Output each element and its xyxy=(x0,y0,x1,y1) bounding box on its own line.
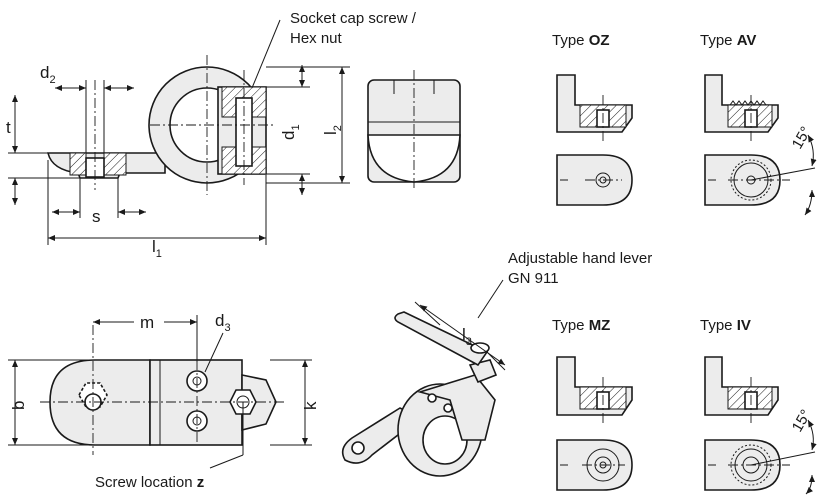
lever-callout: Adjustable hand lever GN 911 xyxy=(477,250,652,319)
dim-l2: l2 xyxy=(321,125,344,135)
angle-iv: 15° xyxy=(789,407,815,435)
adjustable-lever-label: Adjustable hand lever xyxy=(508,250,652,267)
type-iv: Type IV 15° xyxy=(700,317,817,495)
side-view xyxy=(367,70,461,190)
dim-s: s xyxy=(92,207,101,226)
plan-dimensions: b m d3 k Screw location z xyxy=(8,311,320,491)
dim-d3: d3 xyxy=(215,311,231,334)
type-oz-label: Type OZ xyxy=(552,32,610,49)
type-oz: Type OZ xyxy=(552,32,633,206)
dim-l3: l3 xyxy=(462,325,472,348)
isometric-view: l3 xyxy=(341,301,506,477)
type-iv-label: Type IV xyxy=(700,317,751,334)
front-section-view xyxy=(46,55,275,195)
front-dimensions: d2 t s l1 d1 l2 xyxy=(6,63,350,260)
dim-m: m xyxy=(140,313,154,332)
dim-l1: l1 xyxy=(152,237,162,260)
type-mz-label: Type MZ xyxy=(552,317,610,334)
screw-callout: Socket cap screw / Hex nut xyxy=(251,10,417,89)
dim-k: k xyxy=(301,401,320,410)
dim-d2: d2 xyxy=(40,63,56,86)
dim-t: t xyxy=(6,118,11,137)
type-av: Type AV 15° xyxy=(700,32,817,216)
type-av-label: Type AV xyxy=(700,32,756,49)
gn-911-label: GN 911 xyxy=(508,270,559,287)
socket-cap-screw-label: Socket cap screw / xyxy=(290,10,417,27)
screw-location-label: Screw location z xyxy=(95,474,204,491)
plan-view xyxy=(40,325,285,455)
dim-b: b xyxy=(9,401,28,410)
dim-d1: d1 xyxy=(279,124,302,140)
type-mz: Type MZ xyxy=(552,317,633,491)
hex-nut-label: Hex nut xyxy=(290,30,343,47)
angle-av: 15° xyxy=(789,124,815,152)
